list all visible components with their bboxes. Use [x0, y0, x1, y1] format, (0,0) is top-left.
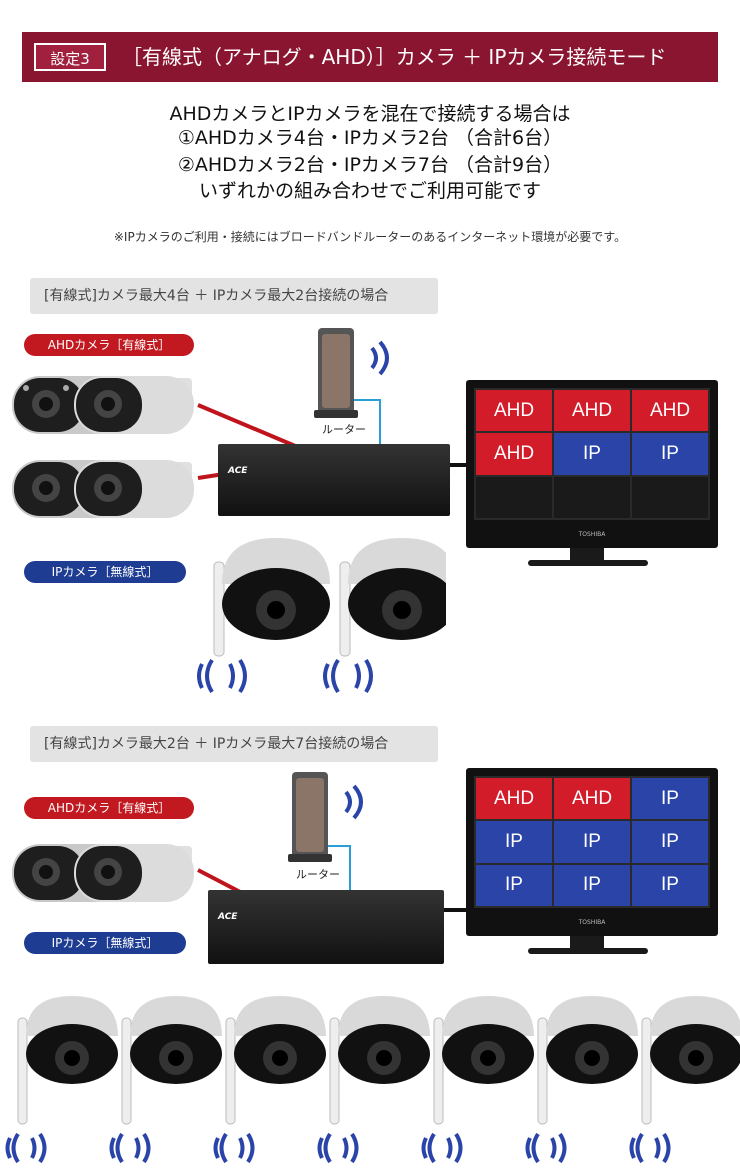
dvr-recorder-icon: ACE: [218, 444, 450, 516]
dome-camera-row: [5, 996, 740, 1164]
dvr-brand: ACE: [228, 466, 248, 476]
scenario-2-ahd-label: AHDカメラ［有線式］: [24, 797, 194, 819]
monitor-base: [528, 560, 648, 566]
scenario-1-ip-label: IPカメラ［無線式］: [24, 561, 186, 583]
dome-camera-icon: [629, 996, 740, 1164]
router-icon: [288, 772, 363, 862]
dvr-brand: ACE: [218, 912, 238, 922]
requirement-note: ※IPカメラのご利用・接続にはブロードバンドルーターのあるインターネット環境が必…: [113, 230, 627, 244]
screen-cell-ip: IP: [632, 821, 708, 863]
monitor-brand: TOSHIBA: [578, 531, 606, 538]
intro-line-4: いずれかの組み合わせでご利用可能です: [198, 180, 541, 202]
monitor-stand: [570, 548, 604, 560]
section-banner: 設定3 ［有線式（アナログ・AHD）］カメラ ＋ IPカメラ接続モード: [22, 32, 718, 82]
scenario-2-router-label: ルーター: [296, 868, 340, 881]
intro-line-2: ①AHDカメラ4台・IPカメラ2台 （合計6台）: [177, 127, 563, 149]
screen-cell-ip: IP: [554, 821, 630, 863]
screen-cell-ip: IP: [632, 864, 708, 906]
dome-camera-icon: [213, 996, 326, 1164]
screen-cell-ip: IP: [554, 433, 630, 475]
screen-cell-ip: IP: [632, 433, 708, 475]
screen-cell-ahd: AHD: [476, 778, 552, 820]
dome-camera-icon: [323, 538, 446, 694]
setting-badge: 設定3: [34, 43, 106, 71]
screen-cell-ahd: AHD: [554, 390, 630, 432]
scenario-1-ahd-label: AHDカメラ［有線式］: [24, 334, 194, 356]
scenario-1-router-label: ルーター: [322, 423, 366, 436]
monitor-stand: [570, 936, 604, 948]
intro-line-1: AHDカメラとIPカメラを混在で接続する場合は: [169, 103, 571, 125]
screen-cell-ip: IP: [476, 821, 552, 863]
screen-cell-ip: IP: [476, 864, 552, 906]
scenario-2-title: [有線式]カメラ最大2台 ＋ IPカメラ最大7台接続の場合: [30, 726, 438, 762]
dome-camera-icon: [109, 996, 222, 1164]
scenario-1-title: [有線式]カメラ最大4台 ＋ IPカメラ最大2台接続の場合: [30, 278, 438, 314]
screen-cell-ahd: AHD: [476, 390, 552, 432]
screen-cell-ip: IP: [554, 864, 630, 906]
dome-camera-icon: [317, 996, 430, 1164]
intro-line-3: ②AHDカメラ2台・IPカメラ7台 （合計9台）: [177, 154, 563, 176]
section-title: ［有線式（アナログ・AHD）］カメラ ＋ IPカメラ接続モード: [122, 45, 667, 69]
screen-cell-empty: [554, 476, 630, 518]
screen-cell-empty: [476, 476, 552, 518]
dome-camera-group: [197, 538, 446, 694]
screen-cell-ahd: AHD: [476, 433, 552, 475]
bullet-camera-icon: [12, 376, 194, 518]
scenario-2-ip-label: IPカメラ［無線式］: [24, 932, 186, 954]
dvr-recorder-icon: ACE: [208, 890, 444, 964]
screen-cell-ahd: AHD: [554, 778, 630, 820]
screen-cell-ip: IP: [632, 778, 708, 820]
screen-cell-empty: [632, 476, 708, 518]
monitor-base: [528, 948, 648, 954]
dome-camera-icon: [5, 996, 118, 1164]
bullet-camera-icon: [12, 844, 194, 902]
dome-camera-icon: [197, 538, 330, 694]
screen-cell-ahd: AHD: [632, 390, 708, 432]
monitor-brand: TOSHIBA: [578, 919, 606, 926]
dome-camera-icon: [421, 996, 534, 1164]
dome-camera-icon: [525, 996, 638, 1164]
router-icon: [314, 328, 389, 418]
